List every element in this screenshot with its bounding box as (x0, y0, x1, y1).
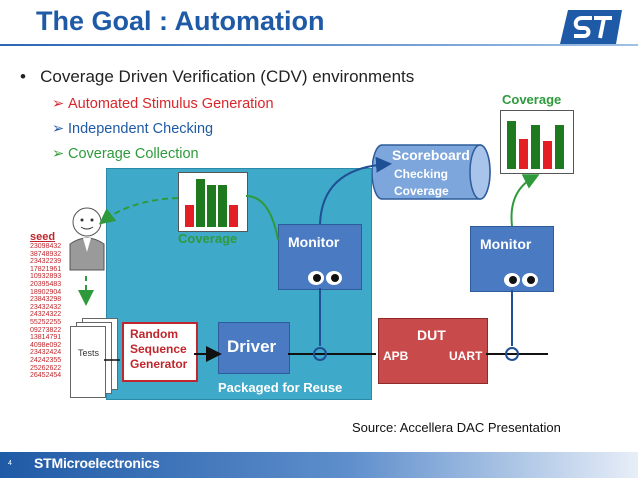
slide-title: The Goal : Automation (36, 6, 325, 36)
packaged-label: Packaged for Reuse (218, 380, 343, 395)
scoreboard-coverage: Coverage (394, 184, 449, 198)
seed-value: 10932893 (30, 273, 62, 281)
scoreboard-cylinder-icon (372, 144, 491, 200)
generator-line-3: Generator (130, 357, 188, 371)
seed-value: 26452454 (30, 372, 62, 380)
coverage-bar (555, 125, 564, 169)
random-sequence-generator: Random Sequence Generator (122, 322, 198, 382)
main-bullet: • Coverage Driven Verification (CDV) env… (20, 67, 415, 86)
monitor-right-label: Monitor (480, 236, 532, 252)
seed-list: 23098432 38748932 23432239 17821961 1093… (30, 243, 61, 380)
seed-value: 23843298 (30, 296, 62, 304)
generator-line-2: Sequence (130, 342, 187, 356)
tests-label: Tests (78, 348, 100, 358)
page-number: 4 (8, 460, 12, 467)
monitor-right-eyes-icon (504, 273, 538, 287)
driver-box: Driver (218, 322, 290, 374)
seed-value: 23432239 (30, 258, 62, 266)
seed-value: 24324322 (30, 311, 62, 319)
monitor-left-label: Monitor (288, 234, 340, 250)
dut-box: DUT APB UART (378, 318, 488, 384)
coverage-bar (507, 121, 516, 169)
seed-value: 13814791 (30, 334, 62, 342)
seed-value: 23098432 (30, 243, 62, 250)
coverage-bar (543, 141, 552, 169)
dut-uart: UART (449, 349, 483, 363)
monitor-left-eyes-icon (308, 271, 342, 285)
title-underline (0, 44, 638, 46)
dut-apb: APB (383, 349, 409, 363)
seed-value: 38748932 (30, 250, 62, 258)
seed-value: 18902904 (30, 288, 62, 296)
scoreboard-title: Scoreboard (392, 147, 470, 163)
coverage-bar (531, 125, 540, 169)
footer-brand: STMicroelectronics (34, 455, 160, 471)
scoreboard-checking: Checking (394, 167, 449, 181)
coverage-bar (218, 185, 227, 227)
coverage-bar (229, 205, 238, 227)
sub-item-coverage: ➢Coverage Collection (52, 146, 199, 162)
coverage-bar (185, 205, 194, 227)
sub-item-stimulus: ➢Automated Stimulus Generation (52, 96, 274, 112)
seed-value: 25262622 (30, 364, 62, 372)
monitor-to-coverage-arrow (510, 174, 540, 227)
coverage-bar (207, 185, 216, 227)
seed-value: 17821961 (30, 265, 62, 273)
seed-value: 55252255 (30, 318, 62, 326)
seed-value: 23432432 (30, 303, 62, 311)
seed-value: 20395483 (30, 280, 62, 288)
st-logo-icon (560, 10, 622, 44)
driver-label: Driver (227, 337, 277, 356)
source-caption: Source: Accellera DAC Presentation (352, 420, 561, 435)
coverage-inner-label: Coverage (178, 231, 238, 246)
dut-title: DUT (417, 327, 446, 343)
coverage-chart-inner (178, 172, 248, 232)
seed-value: 23432424 (30, 349, 62, 357)
sub-item-checking: ➢Independent Checking (52, 121, 214, 137)
tests-page-front (70, 326, 106, 398)
engineer-person-icon (69, 207, 105, 271)
generator-line-1: Random (130, 327, 178, 341)
footer-bar (0, 452, 638, 478)
coverage-bar (519, 139, 528, 169)
coverage-bar (196, 179, 205, 227)
seed-label: seed (30, 231, 56, 243)
seed-value: 09273822 (30, 326, 62, 334)
coverage-chart-top (500, 110, 574, 174)
coverage-top-label: Coverage (502, 92, 562, 107)
seed-value: 4098e092 (30, 341, 62, 349)
seed-value: 24242355 (30, 356, 62, 364)
